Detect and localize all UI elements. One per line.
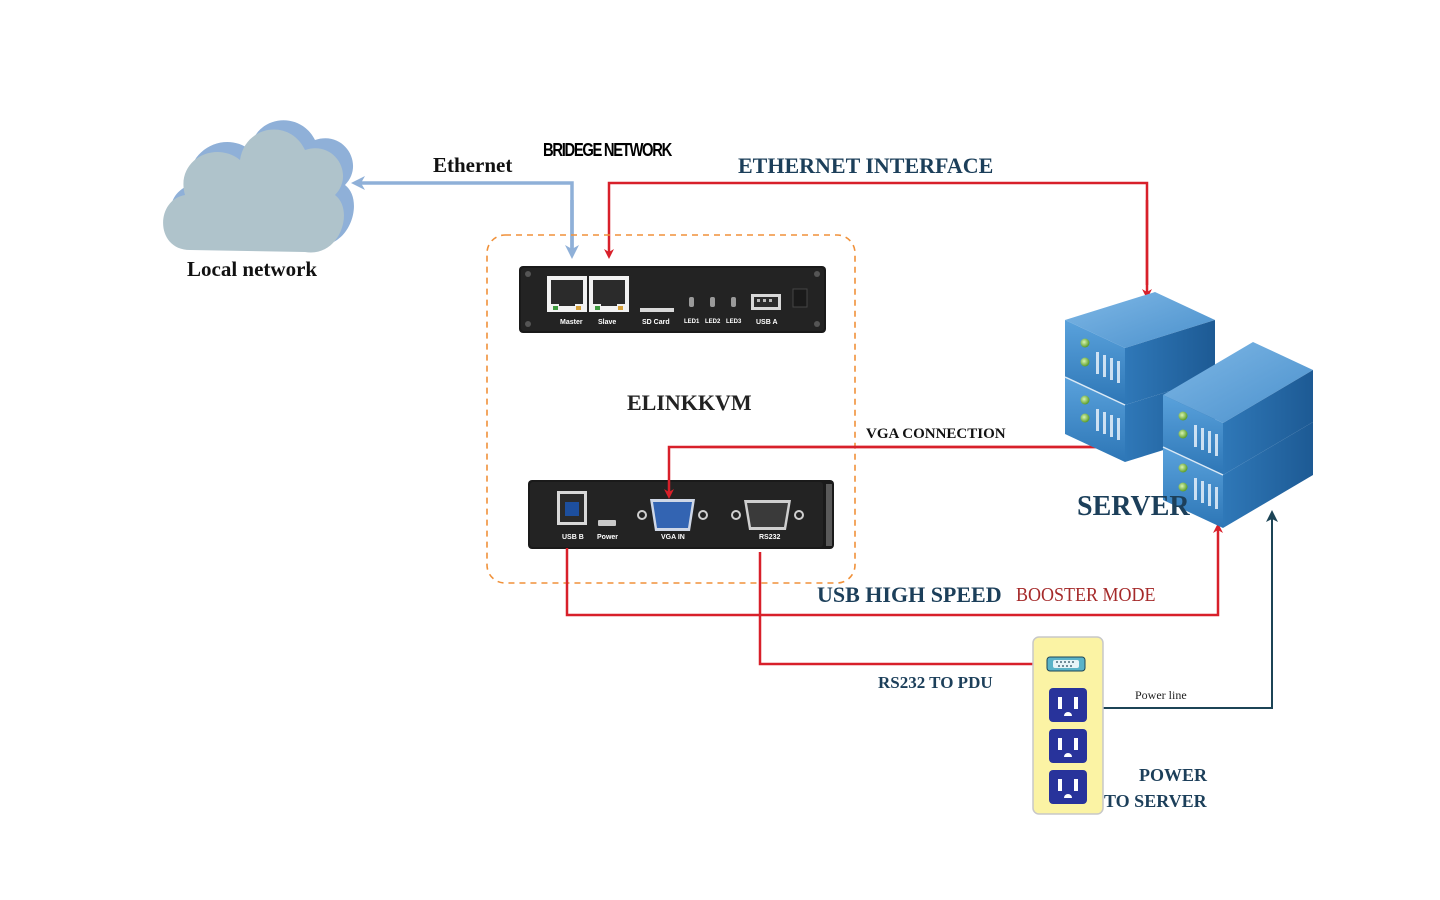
led2-icon: [710, 297, 715, 307]
led2-label: LED2: [705, 319, 721, 325]
led1-label: LED1: [684, 319, 700, 325]
booster-mode-label: BOOSTER MODE: [1016, 584, 1156, 606]
ethernet-label: Ethernet: [433, 153, 513, 177]
usb-a-label: USB A: [756, 319, 778, 326]
usb-a-port-icon: [751, 294, 781, 310]
outlet-3-icon: [1049, 770, 1087, 804]
rs232-port-label: RS232: [759, 534, 781, 541]
server-icon: [1064, 292, 1313, 528]
sd-card-label: SD Card: [642, 319, 670, 326]
vga-connection-label: VGA CONNECTION: [866, 426, 1006, 442]
led3-icon: [731, 297, 736, 307]
master-port-label: Master: [560, 319, 583, 326]
elinkkvm-label: ELINKKVM: [627, 390, 752, 415]
power-line-label: Power line: [1135, 688, 1187, 702]
front-panel: [519, 266, 826, 333]
ethernet-line: [351, 176, 579, 259]
rear-panel: [528, 480, 834, 549]
vga-connection-line: [664, 442, 1123, 499]
outlet-2-icon: [1049, 729, 1087, 763]
outlet-1-icon: [1049, 688, 1087, 722]
led1-icon: [689, 297, 694, 307]
vga-port-icon: [637, 499, 708, 531]
bridge-network-label: BRIDEGE NETWORK: [543, 140, 672, 160]
vga-in-label: VGA IN: [661, 534, 685, 541]
master-port-icon: [547, 276, 587, 312]
usb-b-label: USB B: [562, 534, 584, 541]
ethernet-interface-line: [604, 181, 1152, 299]
power-line: [1082, 510, 1278, 714]
ethernet-interface-label: ETHERNET INTERFACE: [738, 153, 994, 178]
usb-line: [565, 523, 1223, 617]
power-port-icon: [598, 520, 616, 526]
power-label: POWER: [1139, 765, 1208, 785]
rs232-line: [758, 552, 1045, 669]
power-port-label: Power: [597, 534, 619, 541]
local-network-label: Local network: [187, 257, 318, 281]
usb-high-speed-label: USB HIGH SPEED: [817, 582, 1002, 607]
cloud-icon: [163, 120, 354, 253]
sd-card-slot-icon: [640, 308, 674, 312]
pdu-serial-port-icon: [1046, 656, 1086, 672]
pdu-icon: [1032, 636, 1104, 815]
usb-b-port-icon: [557, 491, 587, 525]
rs232-port-icon: [731, 500, 804, 530]
to-server-label: TO SERVER: [1104, 791, 1207, 811]
slave-port-icon: [589, 276, 629, 312]
rs232-to-pdu-label: RS232 TO PDU: [878, 673, 993, 692]
elinkkvm-boundary: [486, 234, 856, 584]
server-label: SERVER: [1077, 491, 1190, 522]
led3-label: LED3: [726, 319, 742, 325]
slave-port-label: Slave: [598, 319, 617, 326]
